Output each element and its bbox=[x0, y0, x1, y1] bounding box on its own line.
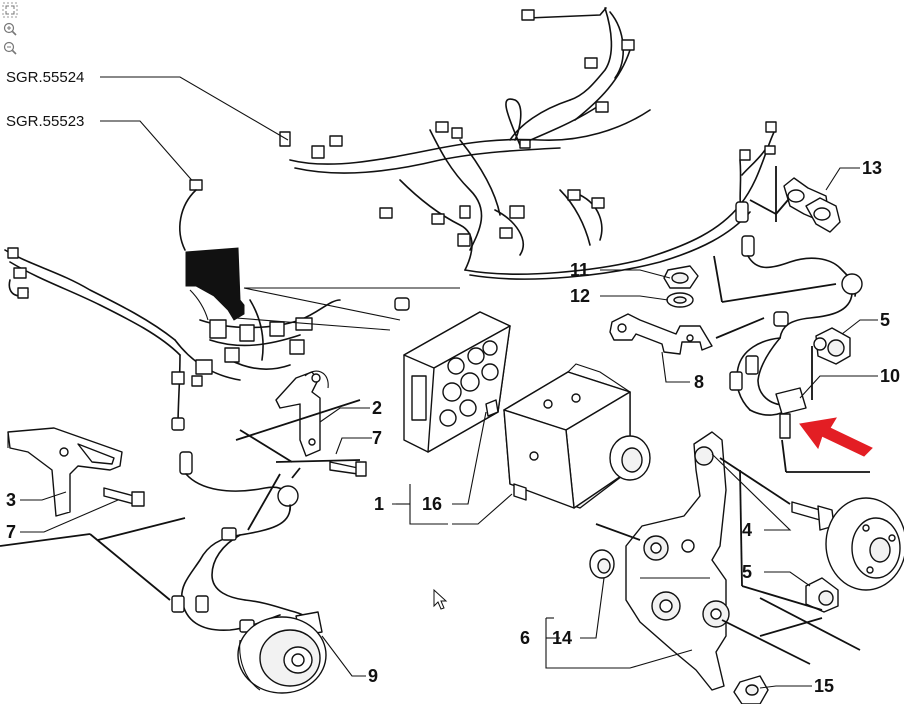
callout-9[interactable]: 9 bbox=[368, 666, 378, 686]
leader-15 bbox=[759, 685, 812, 689]
leader-13 bbox=[825, 167, 860, 191]
bolt-part-4[interactable] bbox=[791, 501, 835, 531]
fit-icon[interactable] bbox=[2, 2, 18, 18]
bracket-part-2[interactable] bbox=[275, 370, 329, 457]
callout-6[interactable]: 6 bbox=[520, 628, 530, 648]
leader-3 bbox=[20, 491, 67, 501]
callout-10[interactable]: 10 bbox=[880, 366, 900, 386]
callout-4[interactable]: 4 bbox=[742, 520, 752, 540]
main-wiring-harness[interactable] bbox=[279, 7, 777, 280]
bush-part-14[interactable] bbox=[589, 549, 615, 579]
leader-4 bbox=[711, 453, 792, 531]
sgr-55524-leader bbox=[100, 76, 289, 141]
callout-7-left[interactable]: 7 bbox=[6, 522, 16, 542]
leader-9 bbox=[321, 635, 366, 677]
rear-sensor-cable[interactable] bbox=[713, 201, 870, 473]
leader-11 bbox=[600, 269, 671, 279]
callout-15[interactable]: 15 bbox=[814, 676, 834, 696]
nut-part-11[interactable] bbox=[663, 265, 699, 289]
callout-8[interactable]: 8 bbox=[694, 372, 704, 392]
highlight-arrow bbox=[799, 417, 873, 457]
rear-guide-lines bbox=[595, 457, 861, 665]
abs-control-module-part-16[interactable] bbox=[403, 311, 511, 453]
leader-10 bbox=[799, 375, 878, 399]
nut-part-15[interactable] bbox=[733, 675, 769, 704]
zoom-in-icon[interactable] bbox=[3, 22, 17, 36]
rear-brake-drum[interactable] bbox=[825, 497, 904, 591]
bolt-part-7-bracket[interactable] bbox=[103, 487, 145, 507]
callout-12[interactable]: 12 bbox=[570, 286, 590, 306]
leader-7-left bbox=[20, 499, 119, 533]
clip-part-13[interactable] bbox=[783, 177, 841, 233]
left-wiring-harness[interactable] bbox=[4, 179, 410, 426]
washer-part-12[interactable] bbox=[666, 292, 694, 308]
callout-16[interactable]: 16 bbox=[422, 494, 442, 514]
callout-3[interactable]: 3 bbox=[6, 490, 16, 510]
callout-5-lower[interactable]: 5 bbox=[742, 562, 752, 582]
bracket-part-3[interactable] bbox=[7, 427, 123, 517]
leader-7-right bbox=[335, 437, 372, 455]
leader-8 bbox=[661, 351, 690, 383]
black-control-unit[interactable] bbox=[185, 247, 460, 331]
mouse-cursor-icon bbox=[433, 588, 448, 610]
leader-12 bbox=[600, 295, 669, 301]
callout-14[interactable]: 14 bbox=[552, 628, 572, 648]
cap-part-5-upper[interactable] bbox=[813, 327, 851, 365]
bolt-part-7-left[interactable] bbox=[329, 461, 367, 477]
sgr-55524-label[interactable]: SGR.55524 bbox=[6, 69, 84, 86]
sgr-55523-leader bbox=[100, 120, 197, 186]
zoom-out-icon[interactable] bbox=[3, 41, 17, 55]
front-sensor-cable[interactable] bbox=[0, 399, 361, 637]
callout-7-right[interactable]: 7 bbox=[372, 428, 382, 448]
leader-14 bbox=[580, 577, 605, 639]
leader-5-lower bbox=[764, 571, 811, 587]
callout-1[interactable]: 1 bbox=[374, 494, 384, 514]
leader-2 bbox=[319, 407, 370, 423]
callout-5-upper[interactable]: 5 bbox=[880, 310, 890, 330]
abs-hydraulic-unit-part-1[interactable] bbox=[503, 363, 651, 509]
sgr-55523-label[interactable]: SGR.55523 bbox=[6, 113, 84, 130]
callout-bracket-6-14 bbox=[545, 618, 693, 669]
callout-11[interactable]: 11 bbox=[570, 260, 589, 280]
carrier-bracket-part-6[interactable] bbox=[625, 431, 730, 691]
bracket-part-8[interactable] bbox=[609, 313, 713, 355]
front-wheel-hub[interactable] bbox=[237, 616, 327, 694]
cap-part-5-lower[interactable] bbox=[805, 577, 839, 613]
leader-5-upper bbox=[841, 319, 878, 335]
callout-13[interactable]: 13 bbox=[862, 158, 882, 178]
callout-2[interactable]: 2 bbox=[372, 398, 382, 418]
